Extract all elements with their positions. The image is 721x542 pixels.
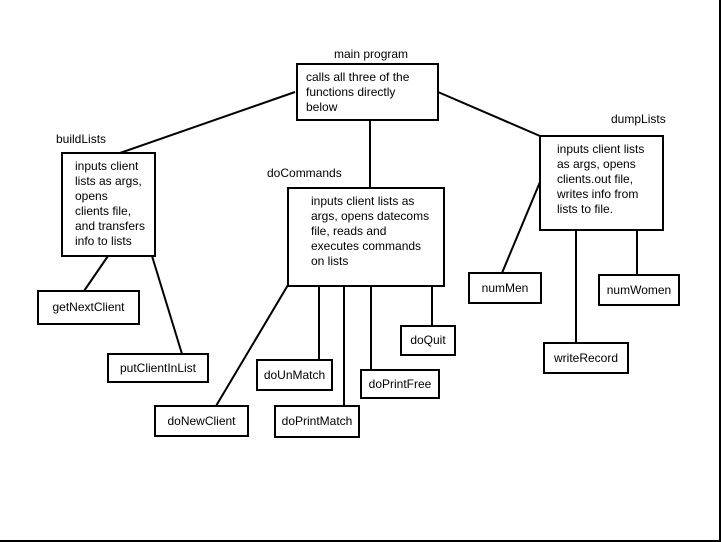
edge-main-dumplists (437, 91, 541, 137)
buildlists-box: inputs client lists as args, opens clien… (61, 152, 156, 257)
dumplists-box: inputs client lists as args, opens clien… (539, 135, 664, 231)
doprintmatch-box: doPrintMatch (274, 405, 360, 438)
main-program-label: main program (334, 47, 409, 61)
edge-docommands-donewclient (215, 284, 289, 407)
main-program-box: calls all three of the functions directl… (296, 63, 439, 121)
edge-buildlists-getnextclient (83, 255, 109, 292)
dumplists-label: dumpLists (611, 112, 666, 126)
numwomen-box: numWomen (598, 274, 680, 306)
writerecord-box: writeRecord (543, 342, 629, 374)
edge-buildlists-putclientinlist (151, 255, 183, 355)
edge-main-buildlists (119, 91, 296, 154)
donewclient-box: doNewClient (154, 405, 249, 437)
doprintfree-box: doPrintFree (360, 369, 440, 399)
buildlists-label: buildLists (56, 132, 107, 146)
dounmatch-box: doUnMatch (256, 359, 333, 391)
nummen-box: numMen (468, 272, 542, 304)
getnextclient-box: getNextClient (37, 290, 140, 325)
doquit-box: doQuit (400, 325, 456, 356)
docommands-box: inputs client lists as args, opens datec… (287, 187, 445, 287)
edge-dumplists-nummen (501, 181, 541, 274)
docommands-label: doCommands (267, 166, 342, 180)
putclientinlist-box: putClientInList (107, 353, 209, 383)
